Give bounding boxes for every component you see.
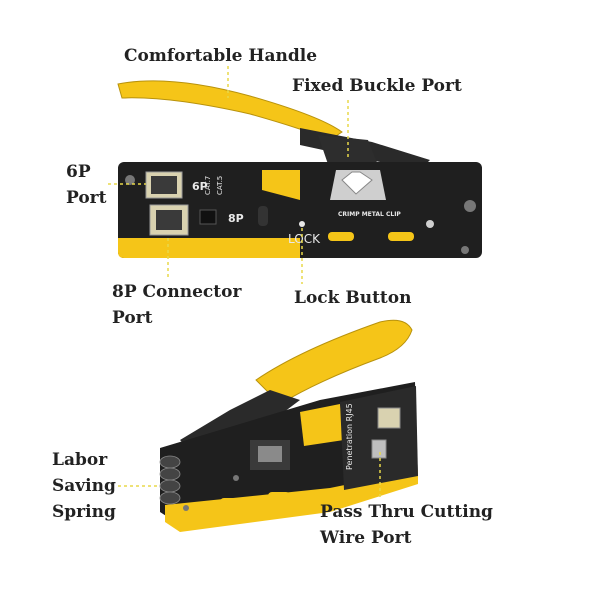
- label-fixed-buckle-port: Fixed Buckle Port: [292, 76, 462, 96]
- marking-6p: 6P: [192, 180, 208, 193]
- label-6p-port-line1: 6P: [66, 162, 91, 182]
- label-8p-connector-line1: 8P Connector: [112, 282, 242, 302]
- label-labor-line3: Spring: [52, 502, 116, 522]
- label-lock-button: Lock Button: [294, 288, 412, 308]
- label-comfortable-handle: Comfortable Handle: [124, 46, 318, 66]
- marking-pass-thru-rj45: Penetration RJ45: [345, 403, 354, 470]
- label-6p-port-line2: Port: [66, 188, 107, 208]
- marking-lock: LOCK: [288, 232, 321, 246]
- top-leader-lines: [108, 66, 349, 284]
- label-labor-line2: Saving: [52, 476, 116, 496]
- bottom-leader-lines: [118, 452, 381, 498]
- label-pass-thru-line1: Pass Thru Cutting: [320, 502, 493, 522]
- label-8p-connector-line2: Port: [112, 308, 153, 328]
- label-labor-line1: Labor: [52, 450, 108, 470]
- label-pass-thru-line2: Wire Port: [320, 528, 412, 548]
- marking-crimp-metal-clip: CRIMP METAL CLIP: [338, 211, 401, 218]
- marking-8p: 8P: [228, 212, 244, 225]
- top-crimper: 6P CAT.7 CAT.5 8P CRIMP METAL CLIP LOCK: [117, 80, 482, 258]
- marking-cat5: CAT.5: [216, 176, 224, 195]
- bottom-crimper: Penetration RJ45: [159, 319, 418, 532]
- marking-cat7: CAT.7: [204, 176, 212, 195]
